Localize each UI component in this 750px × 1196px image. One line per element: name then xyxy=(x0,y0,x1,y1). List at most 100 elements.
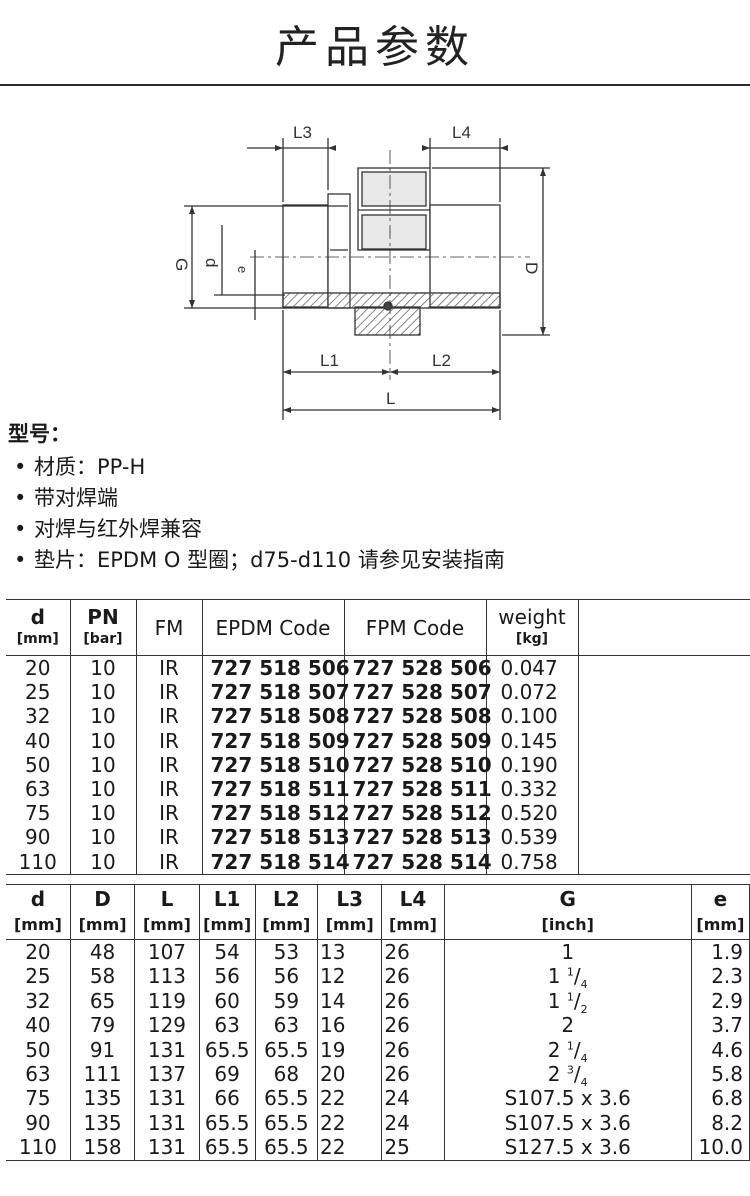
table-cell: 26 xyxy=(381,1062,445,1087)
table-cell: 20 xyxy=(25,656,51,680)
table-cell: 53 xyxy=(254,939,318,965)
table-cell: 26 xyxy=(381,1013,445,1038)
table-cell-g: 2 3/4 xyxy=(443,1062,692,1088)
table-cell-blank xyxy=(577,704,750,729)
table-cell: 727 518 506 xyxy=(201,655,350,681)
table-cell: 107 xyxy=(134,939,200,965)
spec-item: •材质：PP-H xyxy=(14,455,146,479)
table-cell: 58 xyxy=(69,964,135,989)
table-cell: 90 xyxy=(25,1110,51,1135)
table-cell: 65 xyxy=(69,988,135,1014)
col-fm: FM xyxy=(135,599,202,656)
table-cell: 10 xyxy=(69,801,136,826)
table-cell: IR xyxy=(135,825,202,850)
table-cell: 2.3 xyxy=(690,964,750,989)
table-cell: IR xyxy=(135,680,202,705)
table-cell: 10 xyxy=(69,728,136,753)
table-cell: IR xyxy=(135,704,202,729)
table-cell: 0.332 xyxy=(485,777,578,802)
table-cell: 10 xyxy=(69,680,136,705)
table-cell: 10 xyxy=(69,849,136,875)
spec-heading: 型号： xyxy=(8,422,71,446)
col-L1: L1[mm] xyxy=(198,884,256,940)
table-cell: 69 xyxy=(198,1062,256,1087)
col-weight: weight[kg] xyxy=(485,599,578,656)
table-cell: 22 xyxy=(316,1135,382,1161)
col-blank xyxy=(577,599,750,656)
col-L4: L4[mm] xyxy=(381,884,445,940)
label-L2: L2 xyxy=(432,351,451,370)
table-cell: 20 xyxy=(316,1062,382,1087)
label-L1: L1 xyxy=(320,351,339,370)
spec-item: •带对焊端 xyxy=(14,486,118,510)
table-cell: 129 xyxy=(134,1013,200,1038)
union-dimension-drawing: L3 L4 L1 L2 L G d e D xyxy=(172,123,550,420)
table-cell: 40 xyxy=(25,728,51,753)
spec-item: •垫片：EPDM O 型圈；d75-d110 请参见安装指南 xyxy=(14,548,505,572)
title-divider xyxy=(0,84,750,86)
col-d: d[mm] xyxy=(6,884,71,940)
table-cell: 19 xyxy=(316,1037,382,1063)
table-cell: 63 xyxy=(254,1013,318,1038)
table-cell: 14 xyxy=(316,988,382,1014)
table-cell: 54 xyxy=(198,939,256,965)
table-cell: 0.047 xyxy=(485,655,578,681)
label-D: D xyxy=(522,262,541,274)
table-cell: 727 518 507 xyxy=(201,680,350,705)
table-cell-blank xyxy=(577,801,750,826)
table-cell: 727 528 506 xyxy=(343,655,492,681)
table-cell: 727 528 513 xyxy=(343,825,492,850)
label-G: G xyxy=(172,258,191,271)
table-cell: 10 xyxy=(69,704,136,729)
table-cell: 79 xyxy=(69,1013,135,1038)
table-cell-blank xyxy=(577,680,750,705)
col-fpm: FPM Code xyxy=(343,599,486,656)
table-cell: 10 xyxy=(69,752,136,778)
table-cell: 24 xyxy=(381,1086,445,1111)
table-cell-g: 1 1/2 xyxy=(443,988,692,1015)
table-cell: 131 xyxy=(134,1135,200,1161)
table-cell: 6.8 xyxy=(690,1086,750,1111)
table-cell: 110 xyxy=(6,1135,71,1161)
table-cell: 0.758 xyxy=(485,849,578,875)
table-cell-g: S107.5 x 3.6 xyxy=(443,1086,692,1111)
table-cell: 131 xyxy=(134,1037,200,1063)
table-cell: 4.6 xyxy=(690,1037,750,1063)
table-cell: 91 xyxy=(69,1037,135,1063)
dimension-table: d[mm] D[mm] L[mm] L1[mm] L2[mm] L3[mm] L… xyxy=(6,884,750,1161)
table-cell: 131 xyxy=(134,1110,200,1136)
table-cell: 10 xyxy=(69,655,136,681)
label-L4: L4 xyxy=(452,123,471,142)
table-cell: 20 xyxy=(25,940,51,964)
table-cell: 40 xyxy=(25,1013,51,1038)
table-cell: 137 xyxy=(134,1062,200,1087)
table-cell-g: S107.5 x 3.6 xyxy=(443,1110,692,1136)
table-cell: 22 xyxy=(316,1110,382,1136)
table-cell: 727 518 513 xyxy=(201,825,350,850)
table-cell: 68 xyxy=(254,1062,318,1087)
col-d: d[mm] xyxy=(6,599,70,656)
table-cell: 1.9 xyxy=(690,939,750,965)
table-cell: 25 xyxy=(25,680,51,705)
table-cell: 10 xyxy=(69,825,136,850)
table-cell: 16 xyxy=(316,1013,382,1038)
col-e: e[mm] xyxy=(690,884,750,940)
table-cell: 66 xyxy=(198,1086,256,1111)
table-cell: 0.190 xyxy=(485,752,578,778)
label-L3: L3 xyxy=(293,123,312,142)
table-cell: 727 528 511 xyxy=(343,777,492,802)
table-cell: 158 xyxy=(69,1135,135,1161)
table-cell: 26 xyxy=(381,1037,445,1063)
table-cell-blank xyxy=(577,849,750,875)
table-cell: 8.2 xyxy=(690,1110,750,1136)
table-cell: 3.7 xyxy=(690,1013,750,1038)
